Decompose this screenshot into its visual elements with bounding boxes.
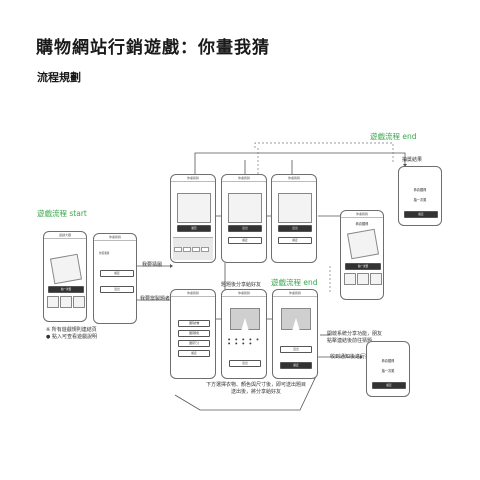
status-bar: 你畫我猜 <box>341 211 383 218</box>
phone-guess-3: 你畫我猜 送出 確定 <box>271 174 317 263</box>
draw-button[interactable]: 送出 <box>100 286 134 293</box>
card-3[interactable] <box>73 296 85 308</box>
confirm-button[interactable]: 確定 <box>228 237 262 244</box>
pants-image <box>230 308 260 330</box>
drawing-canvas <box>177 193 211 223</box>
lottery-button[interactable]: 抽一次獎 <box>345 263 381 270</box>
prize-brand: 恭喜獲得 <box>381 359 395 363</box>
palette[interactable]: ● ● ● ● ● ● ● ● ● <box>228 338 261 345</box>
card-1[interactable] <box>47 296 59 308</box>
drawing-canvas <box>228 193 262 223</box>
status-bar: 你畫我猜 <box>222 175 266 182</box>
flow-end-label-top: 遊戲流程 end <box>370 132 417 141</box>
page-subtitle: 流程規劃 <box>37 71 81 84</box>
status-bar: 你畫我猜 <box>273 290 317 297</box>
select-size-button[interactable]: 選擇尺寸 <box>178 340 210 347</box>
prize-text: 抽一次獎 <box>381 369 395 373</box>
status-bar: 你畫我猜 <box>171 290 215 297</box>
bottom-note: 下方選擇衣物、顏色與尺寸後，即可送出題目 送出後，將分享給好友 <box>206 382 307 395</box>
share-button[interactable]: 送出 <box>280 346 312 353</box>
drawing-canvas <box>278 193 312 223</box>
card-2[interactable] <box>357 273 369 285</box>
select-cloth-button[interactable]: 選擇衣物 <box>178 320 210 327</box>
prize-text: 抽一次獎 <box>413 198 427 202</box>
status-bar: 你畫我猜 <box>94 234 136 241</box>
product-image <box>49 253 83 285</box>
phone-result: 你畫我猜 恭喜獲得 抽一次獎 <box>340 210 384 300</box>
prize-confirm-button[interactable]: 確定 <box>372 382 406 389</box>
status-bar: 遊戲大廳 <box>44 232 86 239</box>
card-3[interactable] <box>370 273 382 285</box>
guess-button[interactable]: 確定 <box>100 270 134 277</box>
rules-text: 你畫我猜 <box>99 252 110 255</box>
prize-confirm-button[interactable]: 確定 <box>404 211 438 218</box>
phone-guess-2: 你畫我猜 送出 確定 <box>221 174 267 263</box>
status-bar: 你畫我猜 <box>272 175 316 182</box>
status-bar: 你畫我猜 <box>171 175 215 182</box>
edge-share-note: 開啟系統分享功能，朋友 點擊連結後前往猜題 <box>327 331 383 344</box>
result-heading: 恭喜獲得 <box>355 222 369 226</box>
status-bar: 你畫我猜 <box>222 290 266 297</box>
card-2[interactable] <box>60 296 72 308</box>
phone-draw-1: 你畫我猜 選擇衣物 選擇顏色 選擇尺寸 確定 <box>170 289 216 379</box>
card-1[interactable] <box>344 273 356 285</box>
flow-end-label-mid: 遊戲流程 end <box>271 278 318 287</box>
phone-prize-top: 恭喜獲得 抽一次獎 確定 <box>398 166 442 226</box>
phone-prize-bottom: 恭喜獲得 抽一次獎 確定 <box>366 341 410 397</box>
page-title: 購物網站行銷遊戲：你畫我猜 <box>36 38 270 58</box>
prize-brand: 恭喜獲得 <box>413 188 427 192</box>
answer-field[interactable]: 題目 <box>177 225 211 232</box>
retry-button[interactable]: 送出 <box>278 225 312 232</box>
phone-draw-3: 你畫我猜 送出 確定 <box>272 289 318 379</box>
prize-title: 抽獎結果 <box>402 157 423 163</box>
draw-confirm-button[interactable]: 確定 <box>178 350 210 357</box>
draw-submit-button[interactable]: 送出 <box>229 360 261 367</box>
pants-image <box>281 308 311 330</box>
phone-draw-2: 你畫我猜 ● ● ● ● ● ● ● ● ● 送出 <box>221 289 267 379</box>
edge-guess-label: 我要猜圖 <box>142 262 163 268</box>
confirm-button[interactable]: 確定 <box>278 237 312 244</box>
edge-receive-label: 收到通知後進行抽獎 <box>330 354 376 360</box>
flow-start-label: 遊戲流程 start <box>37 209 87 218</box>
phone-rules: 你畫我猜 你畫我猜 確定 送出 <box>93 233 137 324</box>
edge-share-label: 題題後分享給好友 <box>221 282 262 288</box>
phone-guess-1: 你畫我猜 題目 <box>170 174 216 263</box>
product-image <box>346 228 380 260</box>
start-note-1: ※ 所有遊戲規則連結頁 <box>46 327 97 333</box>
start-note-2: ● 點入可查看遊戲說明 <box>46 334 97 340</box>
finish-button[interactable]: 確定 <box>280 362 312 369</box>
select-color-button[interactable]: 選擇顏色 <box>178 330 210 337</box>
submit-guess-button[interactable]: 送出 <box>228 225 262 232</box>
keyboard[interactable] <box>173 237 213 260</box>
phone-start: 遊戲大廳 抽一次獎 <box>43 231 87 322</box>
start-button[interactable]: 抽一次獎 <box>48 286 84 293</box>
edge-draw-label: 我要當製題者 <box>140 296 171 302</box>
